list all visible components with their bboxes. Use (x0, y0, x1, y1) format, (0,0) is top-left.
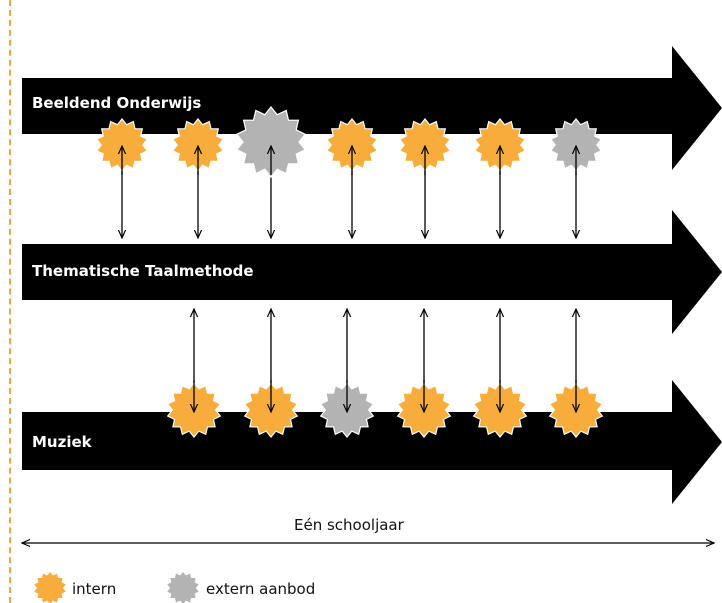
legend-intern-label: intern (72, 580, 117, 598)
lane-label-beeldend-onderwijs: Beeldend Onderwijs (32, 94, 202, 112)
legend-intern-starburst (32, 570, 68, 603)
dashed-guide-line (9, 0, 11, 603)
legend-extern-label: extern aanbod (206, 580, 316, 598)
top-connector-heads (122, 146, 576, 175)
extern-starburst (235, 106, 307, 178)
timeline-label: Eén schooljaar (294, 516, 404, 534)
legend-markers (32, 570, 201, 603)
lane-arrow-thematische-taalmethode (22, 210, 722, 334)
bottom-connector-heads (194, 380, 576, 412)
lane-label-thematische-taalmethode: Thematische Taalmethode (32, 262, 254, 280)
lane-arrow-muziek (22, 380, 722, 504)
top-row-starbursts (95, 106, 603, 178)
legend-extern-starburst (165, 570, 201, 603)
lane-label-muziek: Muziek (32, 433, 92, 451)
lane-arrow-beeldend-onderwijs (22, 46, 722, 170)
